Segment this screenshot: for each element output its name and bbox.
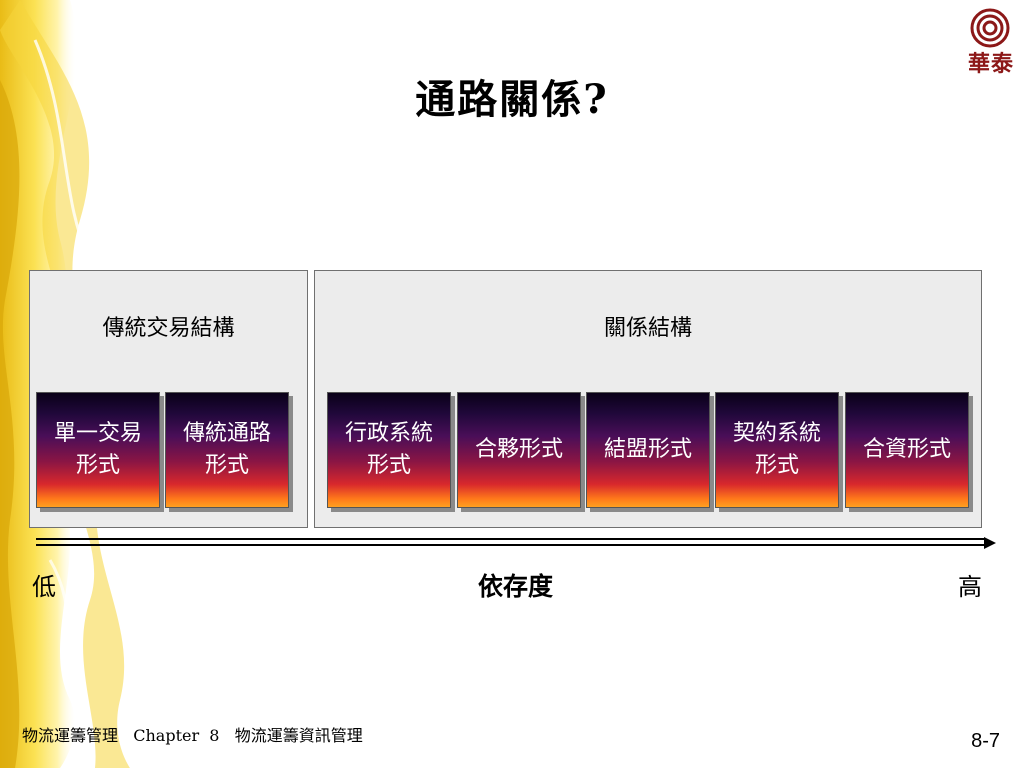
box-line: 形式 (204, 453, 249, 478)
footer-text: 物流運籌管理 Chapter 8 物流運籌資訊管理 (22, 726, 363, 745)
single-transaction-box: 單一交易形式 (36, 392, 160, 508)
box-line: 形式 (366, 453, 411, 478)
axis-high-label: 高 (958, 573, 982, 601)
relational-structure-label: 關係結構 (603, 316, 692, 341)
slide-title: 通路關係? (415, 76, 609, 123)
contractual-system-box: 契約系統形式 (715, 392, 839, 508)
joint-venture-box: 合資形式 (845, 392, 969, 508)
box-line: 行政系統 (344, 421, 433, 446)
box-line: 合資形式 (862, 437, 951, 462)
publisher-logo: 華泰 (958, 6, 1024, 86)
axis-title: 依存度 (478, 572, 554, 601)
box-line: 結盟形式 (603, 437, 692, 462)
box-line: 形式 (75, 453, 120, 478)
axis-line-top (36, 538, 986, 540)
concentric-rings-logo-icon (970, 8, 1010, 48)
partnership-box: 合夥形式 (457, 392, 581, 508)
axis-low-label: 低 (32, 573, 56, 601)
logo-text: 華泰 (967, 52, 1014, 77)
arrow-right-icon (984, 537, 996, 549)
administered-system-box: 行政系統形式 (327, 392, 451, 508)
box-line: 傳統通路 (182, 421, 271, 446)
box-line: 形式 (754, 453, 799, 478)
box-line: 合夥形式 (474, 437, 563, 462)
traditional-structure-label: 傳統交易結構 (102, 316, 235, 341)
page-number: 8-7 (971, 730, 1000, 752)
axis-line-bottom (36, 544, 986, 546)
box-line: 單一交易 (53, 421, 142, 446)
alliance-box: 結盟形式 (586, 392, 710, 508)
traditional-channel-box: 傳統通路形式 (165, 392, 289, 508)
box-line: 契約系統 (732, 421, 821, 446)
